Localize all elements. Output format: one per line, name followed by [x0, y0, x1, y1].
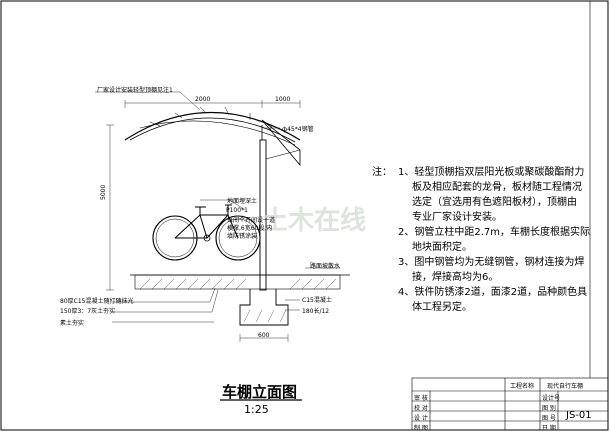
base-layer-2-label: 150厚3：7灰土夯实	[60, 308, 116, 315]
tb-draw: 制 图	[414, 425, 428, 432]
dim-bottom	[239, 334, 289, 342]
dim-left	[106, 124, 114, 291]
steel-pipe-label: ф45*4钢管	[282, 126, 314, 133]
dim-left-label: 5000	[100, 184, 107, 200]
drawing-scale: 1:25	[244, 403, 269, 416]
concrete-label: C15混凝土	[302, 297, 332, 304]
tb-design: 设 计	[414, 415, 428, 422]
note-1-line-1: 1、轻型顶棚指双层阳光板或聚碳酸酯耐力	[398, 167, 585, 178]
ground-embed-label: 地面埋深土	[227, 198, 258, 205]
dim-top-label: 2000	[195, 96, 211, 103]
note-2-line-2: 地块面积定。	[412, 242, 472, 253]
steel-column	[259, 139, 267, 291]
tb-project-label: 工程名称	[510, 383, 535, 390]
title-block-grid	[411, 377, 609, 431]
tb-project-value: 现代自行车棚	[547, 383, 584, 390]
watermark: 土木在线	[262, 206, 367, 236]
note-3-line-2: 接，焊接高均为6。	[412, 272, 499, 283]
dim-top	[124, 100, 301, 108]
tb-drawing-no: 图 号	[542, 415, 556, 422]
tb-date: 日 期	[542, 425, 556, 432]
note-1-line-2: 板及相应配套的龙骨，板材随工程情况	[412, 182, 582, 193]
foundation-label: 180长/12	[302, 308, 330, 315]
roof-arc-inner	[129, 117, 296, 143]
rack-desc-2: 横撑,6宽60段,内	[227, 225, 273, 232]
cantilever-brace	[261, 119, 301, 167]
dim-top2-label: 1000	[275, 96, 291, 103]
road-slope-label: 路面坡散水	[310, 263, 341, 270]
note-1-line-4: 专业厂家设计安装。	[412, 212, 502, 223]
bike-rack-label: P100*1	[226, 207, 248, 214]
notes-heading: 注：	[372, 167, 392, 178]
tb-check: 校 对	[414, 405, 428, 412]
foundation-pier	[239, 289, 289, 326]
base-layer-3-label: 素土夯实	[60, 320, 85, 327]
note-1-line-3: 选定（宜选用有色遮阳板材），顶棚由	[412, 197, 577, 208]
tb-drawing-no-value: JS-01	[566, 410, 592, 421]
rack-desc-1: 每间个开间设一道	[227, 217, 276, 224]
drawing-title: 车棚立面图	[222, 383, 298, 401]
note-3-line-1: 3、图中钢管均为无缝钢管，钢材连接为焊	[398, 257, 585, 268]
base-leaders	[112, 127, 340, 323]
note-4-line-2: 体工程另定。	[412, 302, 472, 313]
tb-review: 审 核	[414, 395, 428, 402]
note-4-line-1: 4、铁件防锈漆2道，面漆2道，品种颜色具	[398, 287, 588, 298]
roof-note-label: 厂家设计安装轻型顶棚见注1	[97, 87, 173, 94]
tb-drawing-cat: 图 别	[542, 405, 556, 412]
base-hatch	[139, 278, 337, 290]
base-slab	[134, 274, 341, 290]
dim-bottom-label: 600	[258, 332, 270, 339]
base-layer-1-label: 80厚C15混凝土随打随抹光	[60, 298, 134, 305]
roof-arc-panel	[139, 120, 296, 146]
foundation-hatch	[243, 309, 287, 323]
bicycle	[152, 204, 261, 261]
roof-arc-outer	[124, 112, 301, 141]
rack-desc-3: 填防锈涂装	[227, 233, 258, 240]
note-2-line-1: 2、钢管立柱中距2.7m，车棚长度根据实际	[398, 227, 591, 238]
tb-design-no: 设计号	[542, 395, 561, 402]
